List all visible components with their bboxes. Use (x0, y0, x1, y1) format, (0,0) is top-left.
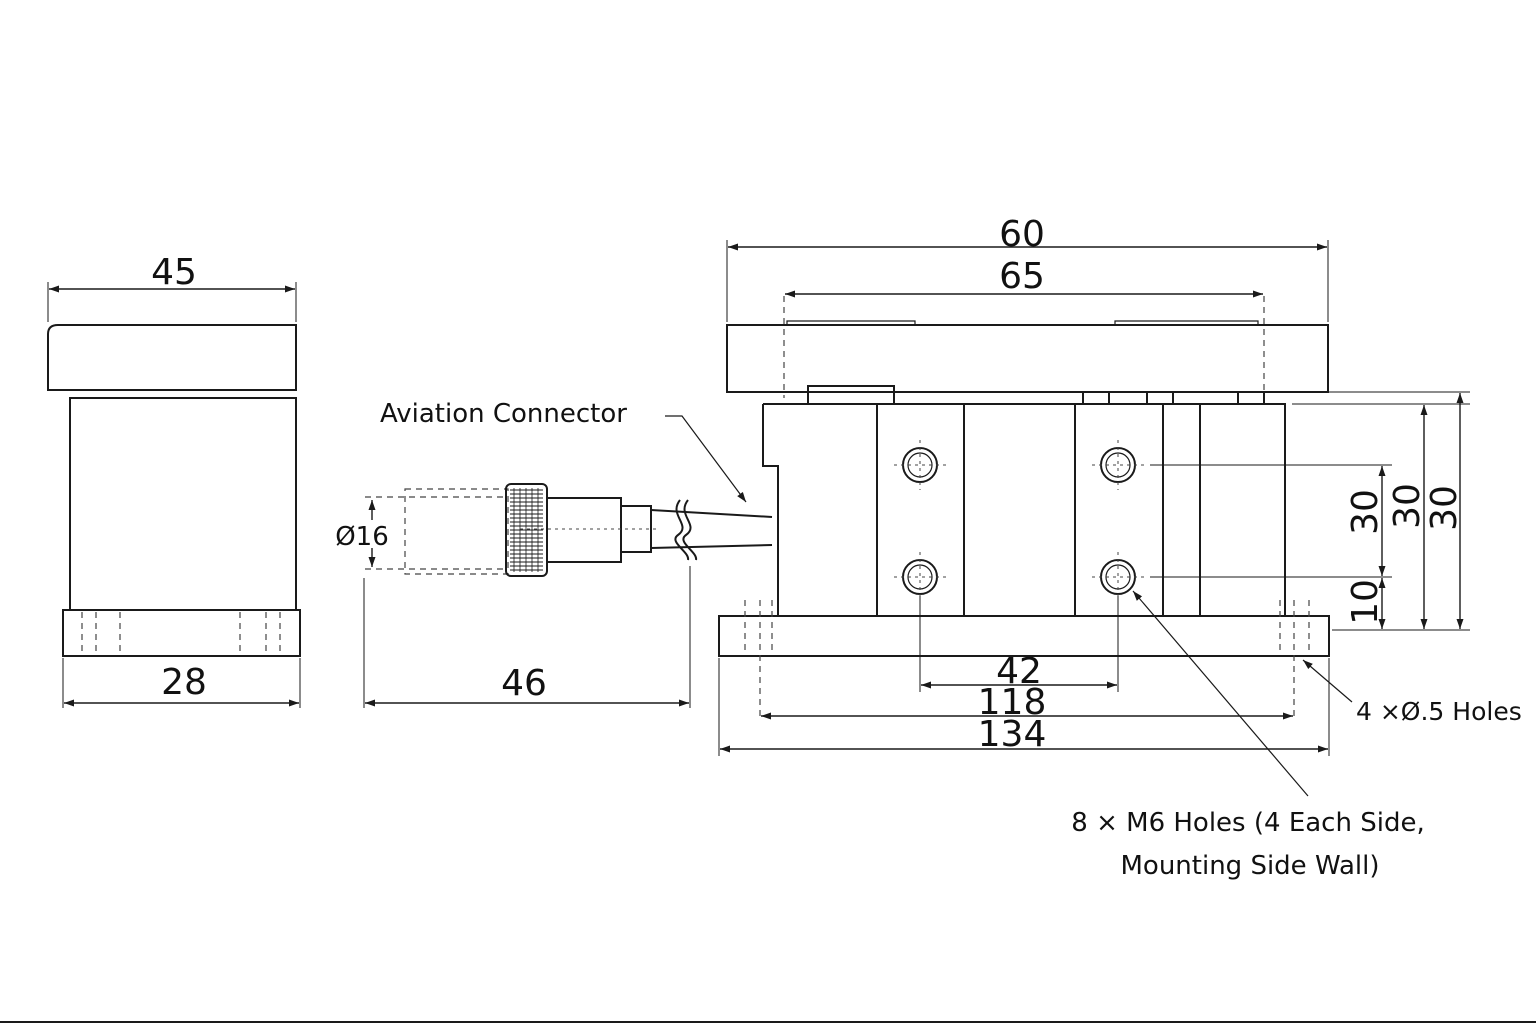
dim-vertical-1: 30 (1345, 489, 1386, 535)
cable-top (650, 509, 773, 518)
dim-top-inner: 65 (999, 256, 1045, 297)
dim-connector-diameter: Ø16 (335, 522, 389, 552)
aviation-connector-label: Aviation Connector (380, 399, 627, 429)
cable-bottom (650, 544, 773, 549)
dim-vertical-2: 30 (1387, 483, 1428, 529)
front-top-plate (726, 324, 1329, 393)
dim-hole-spacing: 42 (996, 651, 1042, 692)
front-view: 60 65 42 118 134 30 10 30 30 4 ×Ø.5 Hole… (718, 214, 1522, 881)
dim-vertical-small: 10 (1345, 579, 1386, 625)
m6-holes-leader (1132, 590, 1309, 797)
dim-base-total: 134 (978, 714, 1047, 755)
connector-body (546, 497, 622, 563)
side-body (69, 397, 297, 611)
dim-side-width-top: 45 (151, 252, 197, 293)
dim-base-holes: 118 (978, 682, 1047, 723)
base-holes-callout: 4 ×Ø.5 Holes (1356, 697, 1522, 726)
base-holes-leader (1302, 659, 1353, 703)
dim-top-outer: 60 (999, 214, 1045, 255)
dim-vertical-3: 30 (1424, 485, 1465, 531)
side-view: 45 28 (47, 252, 301, 708)
front-body (762, 403, 1286, 616)
m6-holes-callout-line1: 8 × M6 Holes (4 Each Side, (1071, 808, 1424, 838)
connector-leader (665, 415, 747, 503)
front-base-plate (718, 615, 1330, 657)
m6-holes-callout-line2: Mounting Side Wall) (1120, 851, 1379, 881)
side-top-plate (47, 324, 297, 391)
knurl-pattern (510, 488, 543, 572)
dim-connector-length: 46 (501, 663, 547, 704)
connector-view: Ø16 46 Aviation Connector (335, 399, 773, 708)
side-base (62, 609, 301, 657)
dim-side-width-base: 28 (161, 662, 207, 703)
